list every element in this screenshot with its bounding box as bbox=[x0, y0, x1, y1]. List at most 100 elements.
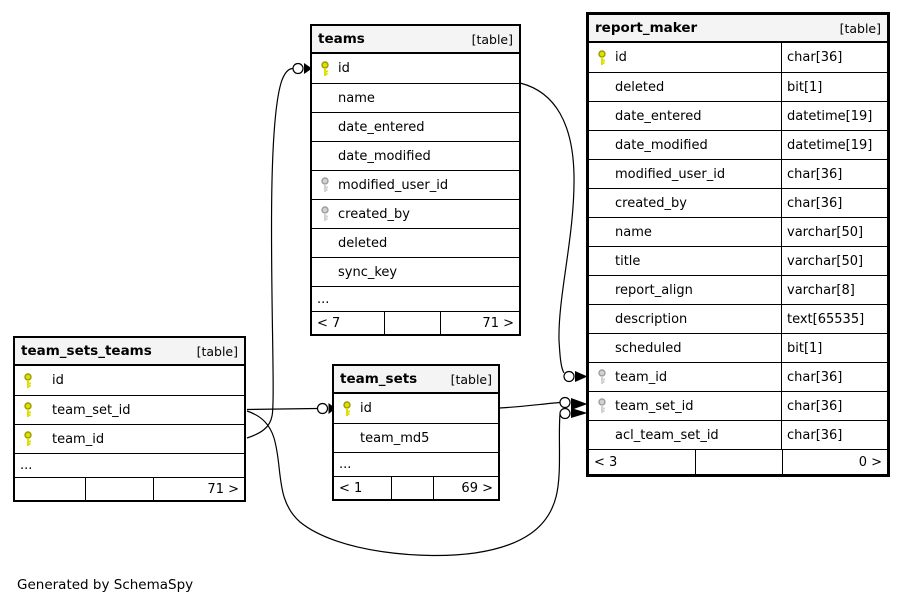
column-name: team_id bbox=[52, 431, 105, 447]
table-team_sets_teams-header[interactable]: team_sets_teams [table] bbox=[15, 338, 244, 366]
table-title: teams bbox=[318, 31, 365, 47]
column-row-team_md5[interactable]: team_md5 bbox=[334, 423, 498, 452]
table-type-tag: [table] bbox=[450, 371, 492, 387]
table-type-tag: [table] bbox=[839, 20, 881, 36]
edge-endpoint-circle bbox=[563, 370, 575, 383]
edge-teams-id-to-report_maker-team_id bbox=[519, 82, 575, 374]
column-row-modified_user_id[interactable]: modified_user_id bbox=[312, 170, 519, 199]
edge-arrowhead bbox=[571, 398, 588, 410]
column-name: id bbox=[52, 373, 64, 388]
footer-parent-count: < 3 bbox=[594, 454, 618, 470]
foreign-key-icon bbox=[319, 206, 331, 222]
column-row-team_id[interactable]: team_id char[36] bbox=[589, 362, 887, 391]
column-row-deleted[interactable]: deleted bit[1] bbox=[589, 72, 887, 101]
foreign-key-icon bbox=[319, 177, 331, 193]
column-row-team_set_id[interactable]: team_set_id bbox=[15, 395, 244, 424]
column-type: varchar[8] bbox=[781, 276, 887, 304]
table-team_sets: team_sets [table] id team_md5 ... < 1 69… bbox=[332, 364, 500, 501]
column-row-acl_team_set_id[interactable]: acl_team_set_id char[36] bbox=[589, 420, 887, 449]
primary-key-icon bbox=[22, 372, 34, 389]
table-team_sets-header[interactable]: team_sets [table] bbox=[334, 366, 498, 394]
column-name: created_by bbox=[338, 206, 410, 222]
column-row-id[interactable]: id bbox=[15, 366, 244, 395]
edge-endpoint-circle bbox=[559, 407, 571, 420]
column-row-date_modified[interactable]: date_modified datetime[19] bbox=[589, 130, 887, 159]
column-row-name[interactable]: name bbox=[312, 83, 519, 112]
column-type: char[36] bbox=[781, 392, 887, 420]
column-name: deleted bbox=[338, 235, 388, 251]
column-row-report_align[interactable]: report_align varchar[8] bbox=[589, 275, 887, 304]
footer-mid-cell bbox=[391, 477, 433, 499]
primary-key-icon bbox=[341, 400, 353, 417]
column-row-team_id[interactable]: team_id bbox=[15, 424, 244, 453]
column-row-sync_key[interactable]: sync_key bbox=[312, 257, 519, 286]
ellipsis-text: ... bbox=[339, 457, 352, 472]
footer-mid-cell bbox=[695, 450, 782, 474]
table-title: team_sets bbox=[340, 371, 418, 387]
primary-key-icon bbox=[596, 49, 608, 66]
column-row-date_entered[interactable]: date_entered bbox=[312, 112, 519, 141]
column-name: modified_user_id bbox=[615, 166, 726, 182]
column-row-modified_user_id[interactable]: modified_user_id char[36] bbox=[589, 159, 887, 188]
column-type: datetime[19] bbox=[781, 102, 887, 130]
column-name: description bbox=[615, 311, 688, 327]
edge-team_sets_teams-team_set_id-to-report_maker-team_set_id bbox=[246, 410, 561, 557]
column-row-date_entered[interactable]: date_entered datetime[19] bbox=[589, 101, 887, 130]
footer-parent-count bbox=[15, 478, 85, 500]
column-row-id[interactable]: id bbox=[312, 54, 519, 83]
column-name: date_modified bbox=[615, 137, 708, 153]
edge-team_sets_teams-team_set_id-to-team_sets-id bbox=[246, 407, 318, 411]
column-name: team_md5 bbox=[360, 430, 430, 446]
column-row-deleted[interactable]: deleted bbox=[312, 228, 519, 257]
footer-mid-cell bbox=[85, 478, 153, 500]
column-name: team_set_id bbox=[615, 398, 694, 414]
table-teams-header[interactable]: teams [table] bbox=[312, 26, 519, 54]
column-row-name[interactable]: name varchar[50] bbox=[589, 217, 887, 246]
edge-endpoint-circle bbox=[559, 396, 571, 409]
table-team_sets-footer: < 1 69 > bbox=[334, 476, 498, 499]
column-row-created_by[interactable]: created_by char[36] bbox=[589, 188, 887, 217]
column-name: date_modified bbox=[338, 148, 431, 164]
footer-mid-cell bbox=[384, 312, 440, 334]
column-row-id[interactable]: id bbox=[334, 394, 498, 423]
edge-team_sets_teams-team_id-to-teams-id bbox=[246, 67, 294, 439]
table-report_maker-header[interactable]: report_maker [table] bbox=[589, 15, 887, 43]
column-row-description[interactable]: description text[65535] bbox=[589, 304, 887, 333]
footer-child-count: 0 > bbox=[782, 450, 887, 474]
column-type: varchar[50] bbox=[781, 247, 887, 275]
column-row-scheduled[interactable]: scheduled bit[1] bbox=[589, 333, 887, 362]
column-name: title bbox=[615, 253, 641, 269]
column-name: created_by bbox=[615, 195, 687, 211]
column-name: sync_key bbox=[338, 264, 398, 280]
column-row-title[interactable]: title varchar[50] bbox=[589, 246, 887, 275]
table-title: team_sets_teams bbox=[21, 343, 152, 359]
table-teams-footer: < 7 71 > bbox=[312, 311, 519, 334]
column-row-date_modified[interactable]: date_modified bbox=[312, 141, 519, 170]
primary-key-icon bbox=[22, 402, 34, 418]
footer-child-count: 69 > bbox=[433, 477, 498, 499]
column-row-created_by[interactable]: created_by bbox=[312, 199, 519, 228]
table-teams: teams [table] id name date_entered date_… bbox=[310, 24, 521, 336]
column-type: char[36] bbox=[781, 189, 887, 217]
foreign-key-icon bbox=[596, 369, 608, 385]
footer-child-count: 71 > bbox=[153, 478, 244, 500]
column-row-team_set_id[interactable]: team_set_id char[36] bbox=[589, 391, 887, 420]
column-type: char[36] bbox=[781, 43, 887, 72]
ellipsis-row: ... bbox=[334, 452, 498, 476]
primary-key-icon bbox=[22, 431, 34, 447]
foreign-key-icon bbox=[596, 398, 608, 414]
column-name: deleted bbox=[615, 79, 665, 95]
ellipsis-text: ... bbox=[317, 291, 330, 307]
column-name: id bbox=[360, 401, 372, 416]
table-title: report_maker bbox=[595, 20, 698, 36]
column-row-id[interactable]: id char[36] bbox=[589, 43, 887, 72]
primary-key-icon bbox=[319, 60, 331, 77]
column-type: datetime[19] bbox=[781, 131, 887, 159]
column-type: char[36] bbox=[781, 363, 887, 391]
edge-team_sets-id-to-report_maker-team_set_id bbox=[498, 401, 561, 409]
column-name: report_align bbox=[615, 282, 693, 298]
column-type: bit[1] bbox=[781, 334, 887, 362]
footer-parent-count: < 1 bbox=[339, 480, 363, 496]
table-report_maker: report_maker [table] id char[36] deleted… bbox=[586, 12, 890, 477]
